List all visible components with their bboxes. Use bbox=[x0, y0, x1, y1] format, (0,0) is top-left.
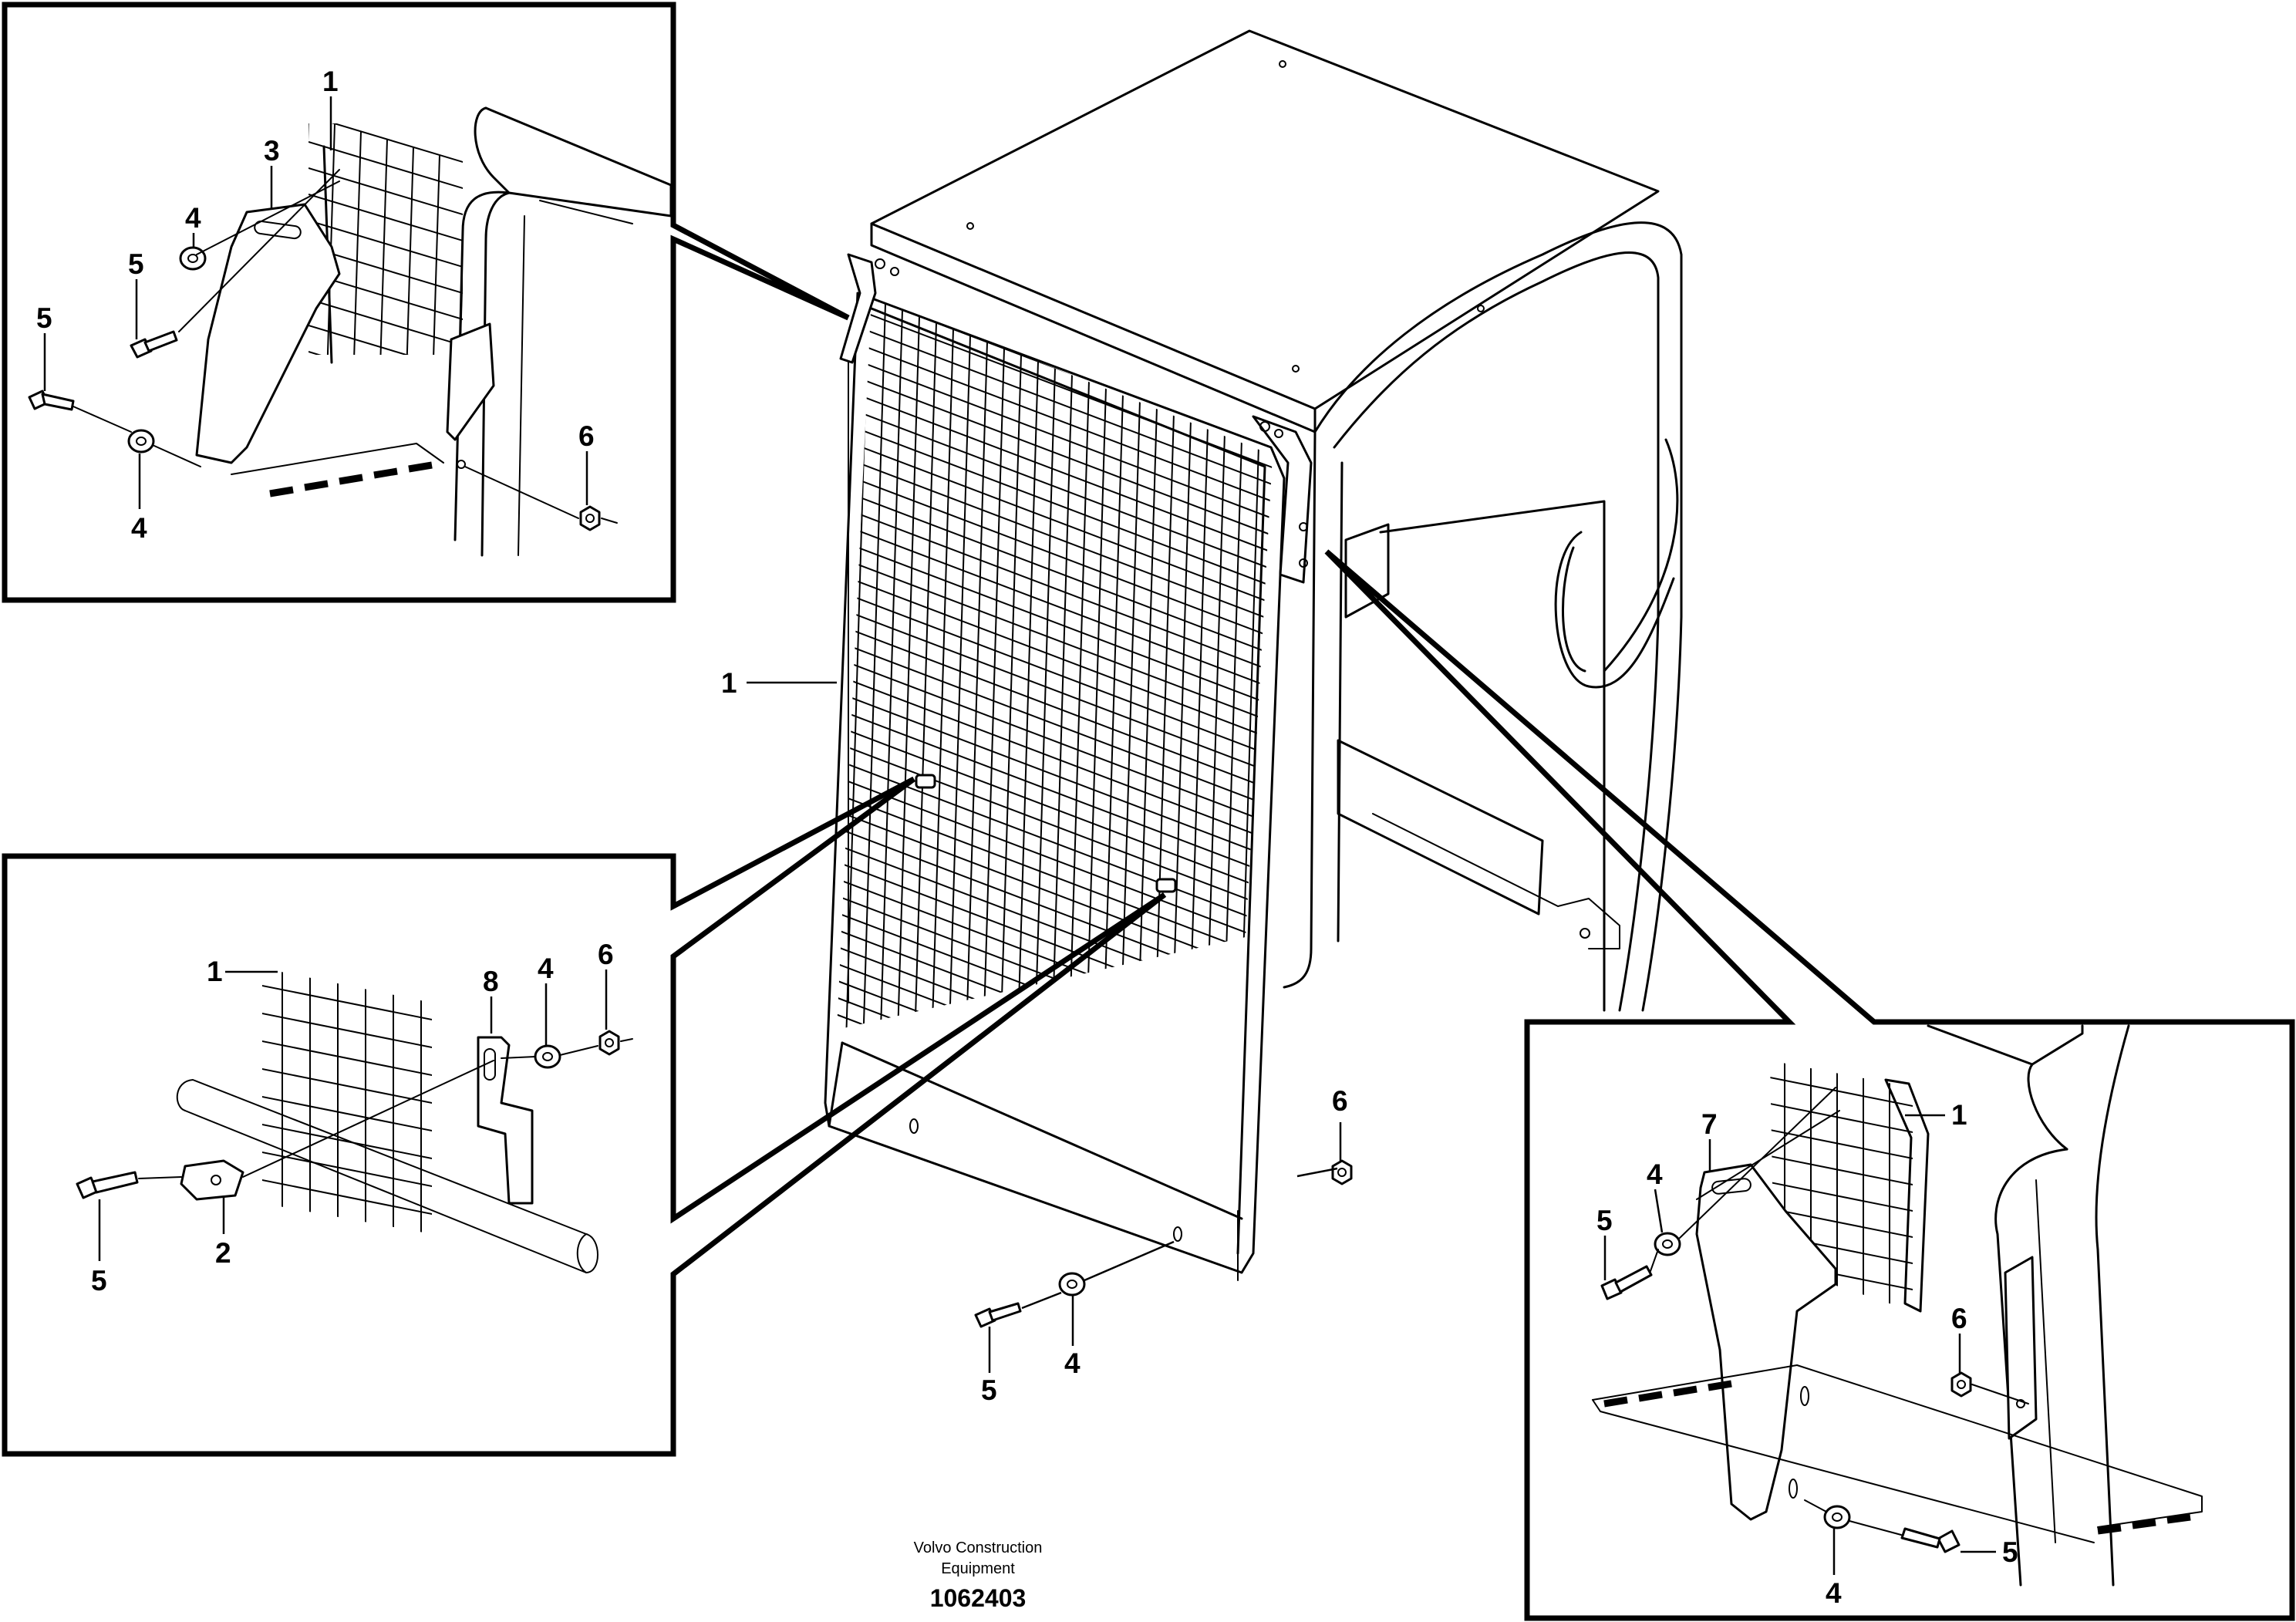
drawing-caption: Volvo Construction Equipment 1062403 bbox=[914, 1539, 1043, 1612]
rops-frame bbox=[1283, 221, 1683, 1012]
dashed-strip-br bbox=[1592, 1364, 2203, 1543]
dashed-strip bbox=[231, 443, 444, 497]
label-nut-main: 6 bbox=[1332, 1085, 1348, 1117]
guard-mesh bbox=[837, 295, 1273, 1030]
bolt-lower bbox=[28, 389, 75, 411]
label-bracket-br: 7 bbox=[1701, 1108, 1718, 1140]
guard-mesh-detail bbox=[262, 968, 432, 1234]
label-guard-bl: 1 bbox=[207, 956, 223, 987]
label-washer-lower-br: 4 bbox=[1826, 1577, 1842, 1609]
bracket-3 bbox=[195, 203, 341, 464]
bolt-upper bbox=[130, 330, 178, 359]
company-name-line2: Equipment bbox=[941, 1560, 1015, 1577]
detail-bottom-left: 1 8 4 6 2 5 bbox=[2, 776, 1167, 1457]
bolt-upper-br bbox=[1600, 1265, 1653, 1300]
label-clip-bl: 8 bbox=[483, 966, 499, 997]
label-washer-main: 4 bbox=[1064, 1347, 1081, 1379]
label-guard-br: 1 bbox=[1951, 1099, 1967, 1131]
label-bracket-tl: 3 bbox=[264, 135, 280, 167]
detail-top-left: 1 3 4 5 5 4 6 bbox=[2, 2, 850, 603]
label-guard-main: 1 bbox=[721, 667, 737, 699]
label-bolt-upper-tl: 5 bbox=[128, 248, 144, 280]
main-view: 1 6 5 4 bbox=[721, 29, 1683, 1406]
label-bolt-upper-br: 5 bbox=[1596, 1205, 1613, 1236]
guard-mesh-detail bbox=[308, 123, 463, 355]
label-plate-bl: 2 bbox=[215, 1237, 231, 1269]
label-nut-tl: 6 bbox=[578, 420, 595, 452]
clip-8 bbox=[477, 1036, 534, 1205]
label-washer-bl: 4 bbox=[538, 953, 554, 984]
label-guard-tl: 1 bbox=[322, 66, 339, 97]
label-nut-br: 6 bbox=[1951, 1303, 1967, 1334]
detail-bottom-right: 1 7 4 5 6 4 5 bbox=[1324, 549, 2295, 1621]
label-bolt-bl: 5 bbox=[91, 1265, 107, 1297]
cab-roof bbox=[870, 29, 1660, 433]
company-name: Volvo Construction bbox=[914, 1539, 1043, 1556]
bracket-7 bbox=[1695, 1163, 1837, 1521]
bolt-main bbox=[974, 1302, 1022, 1328]
label-bolt-lower-tl: 5 bbox=[36, 302, 52, 334]
label-washer-upper-tl: 4 bbox=[185, 202, 201, 234]
label-bolt-lower-br: 5 bbox=[2002, 1536, 2018, 1568]
drawing-number: 1062403 bbox=[930, 1584, 1027, 1612]
bolt-lower-br bbox=[1900, 1527, 1961, 1553]
bolt-bl bbox=[76, 1171, 139, 1199]
label-bolt-main: 5 bbox=[981, 1374, 997, 1406]
label-nut-bl: 6 bbox=[598, 939, 614, 970]
label-washer-upper-br: 4 bbox=[1647, 1158, 1663, 1190]
front-guard bbox=[824, 253, 1353, 1328]
label-washer-lower-tl: 4 bbox=[131, 512, 147, 544]
